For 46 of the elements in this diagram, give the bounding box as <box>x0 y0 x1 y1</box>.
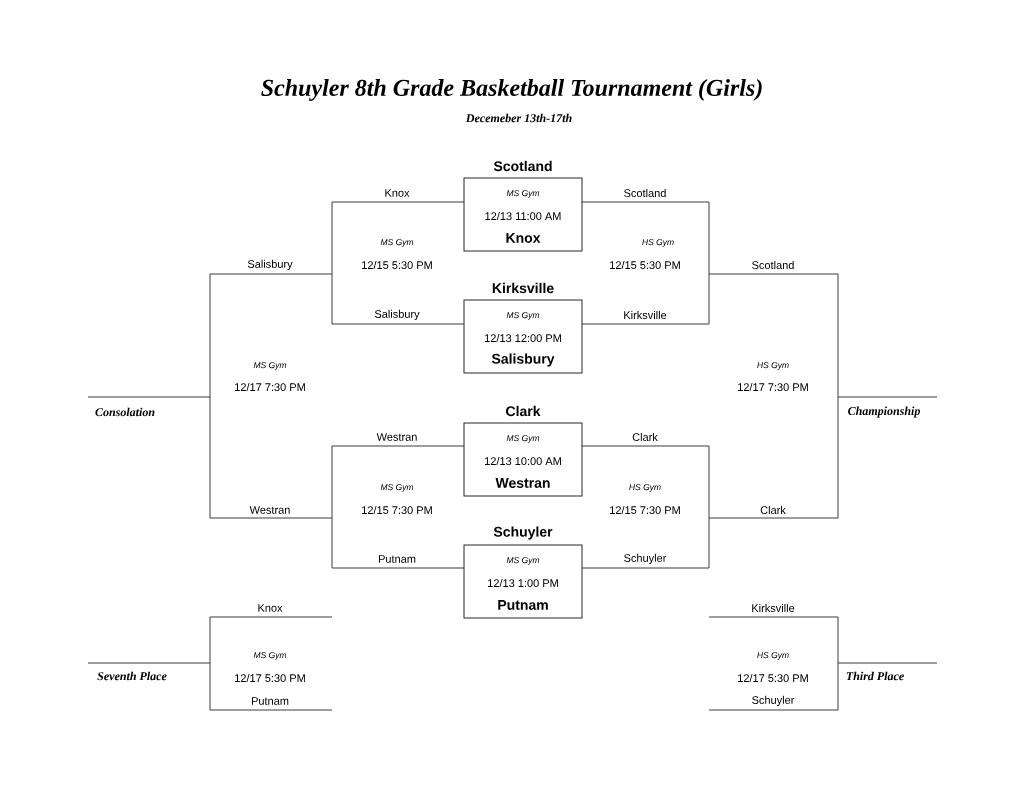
bracket-title: Championship <box>848 406 920 418</box>
team-name: Putnam <box>378 555 416 563</box>
gym-name: MS Gym <box>253 362 287 370</box>
gym-name: MS Gym <box>253 652 287 660</box>
game-time: 12/17 5:30 PM <box>738 673 808 683</box>
game-box: MS Gym 12/13 10:00 AM Westran <box>463 422 583 497</box>
gym-name: HS Gym <box>642 239 674 247</box>
game-time: 12/17 5:30 PM <box>235 673 305 683</box>
gym-name: HS Gym <box>757 652 789 660</box>
team-heading: Scotland <box>493 160 552 172</box>
team-name: Clark <box>632 432 658 442</box>
title: Schuyler 8th Grade Basketball Tournament (Girls) <box>261 79 762 101</box>
game-time: 12/15 5:30 PM <box>362 260 432 270</box>
team-heading: Schuyler <box>493 526 553 540</box>
game-time: 12/15 7:30 PM <box>610 505 680 515</box>
game-time: 12/15 7:30 PM <box>362 505 432 515</box>
game-box: MS Gym 12/13 1:00 PM Putnam <box>463 544 583 619</box>
team-name: Putnam <box>251 697 289 705</box>
team-name: Kirksville <box>624 310 667 320</box>
game-time: 12/17 7:30 PM <box>738 382 808 392</box>
bracket-title: Third Place <box>846 671 904 681</box>
gym-name: MS Gym <box>380 484 414 492</box>
team-name: Schuyler <box>624 553 667 565</box>
team-heading: Clark <box>506 405 541 417</box>
team-name: Clark <box>760 505 786 515</box>
team-name: Salisbury <box>247 259 293 271</box>
team-name: Kirksville <box>752 603 795 613</box>
team-name: Westran <box>249 506 290 514</box>
team-heading: Kirksville <box>492 282 554 294</box>
game-time: 12/17 7:30 PM <box>235 382 305 392</box>
gym-name: HS Gym <box>757 362 789 370</box>
team-name: Schuyler <box>752 695 795 707</box>
game-time: 12/15 5:30 PM <box>610 260 680 270</box>
bracket-title: Consolation <box>95 407 155 417</box>
game-box: MS Gym 12/13 12:00 PM Salisbury <box>463 299 583 374</box>
team-name: Scotland <box>752 260 794 270</box>
team-name: Scotland <box>624 188 666 198</box>
team-name: Knox <box>385 189 410 197</box>
bracket-title: Seventh Place <box>97 671 167 681</box>
gym-name: MS Gym <box>380 239 414 247</box>
team-name: Salisbury <box>374 309 420 321</box>
gym-name: HS Gym <box>629 484 661 492</box>
team-name: Westran <box>376 433 417 441</box>
team-name: Knox <box>258 604 283 612</box>
subtitle: Decemeber 13th-17th <box>465 113 572 123</box>
game-box: MS Gym 12/13 11:00 AM Knox <box>463 177 583 252</box>
